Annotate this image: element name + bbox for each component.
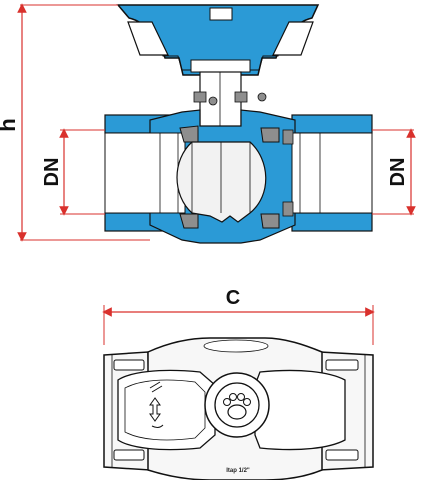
bore-label-right: DN [387,158,409,187]
valve-stem [190,59,267,128]
top-view: C Itap 1/2" [102,287,375,480]
valve-body-section [104,109,373,244]
dimension-h: h [0,3,150,242]
length-label: C [226,287,240,309]
bore-label-left: DN [41,158,63,187]
paw-logo-icon [204,372,270,438]
lever-handle-icon [116,4,320,76]
dimension-dn-right: DN [372,128,416,216]
dimension-c: C [102,287,375,345]
dimension-dn-left: DN [41,128,105,216]
height-label: h [0,118,20,131]
double-arrow-icon [149,381,164,428]
section-view: h DN DN [0,3,416,244]
brand-marking: Itap 1/2" [226,468,250,474]
